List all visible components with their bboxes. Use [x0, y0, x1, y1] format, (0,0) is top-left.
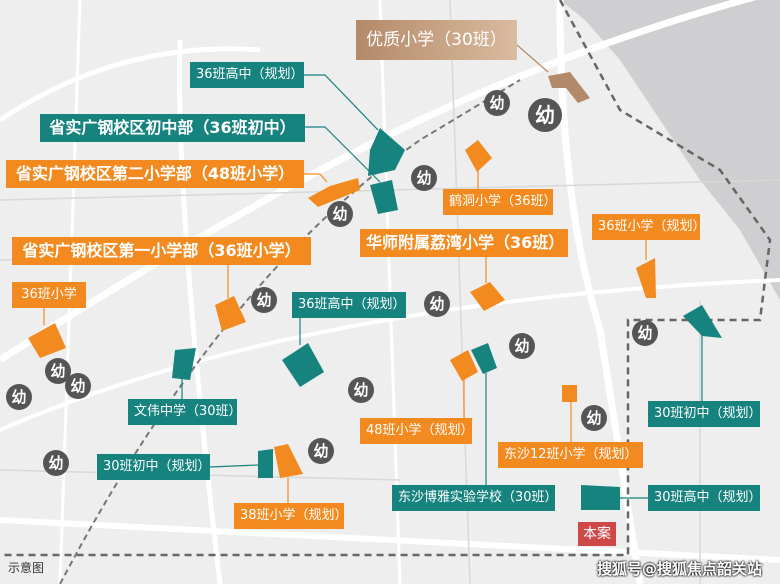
plot-xiaoxue36-plan [636, 258, 656, 298]
kindergarten-marker: 幼 [528, 98, 562, 132]
plot-gaozhong30 [581, 485, 620, 510]
kindergarten-marker: 幼 [411, 165, 437, 191]
kindergarten-marker: 幼 [6, 384, 32, 410]
river [560, 0, 780, 300]
kindergarten-marker: 幼 [65, 373, 91, 399]
boundary-dashed [0, 0, 772, 557]
kindergarten-marker: 幼 [348, 377, 374, 403]
kindergarten-marker: 幼 [424, 291, 450, 317]
label-48-primary-plan: 48班小学（规划） [360, 418, 474, 444]
kindergarten-marker: 幼 [509, 333, 535, 359]
kindergarten-marker: 幼 [327, 201, 353, 227]
kindergarten-marker: 幼 [43, 450, 69, 476]
plot-youzhi [548, 72, 590, 103]
label-shengshi-primary-1: 省实广钢校区第一小学部（36班小学） [12, 237, 311, 265]
label-huashi-primary: 华师附属荔湾小学（36班） [360, 229, 568, 257]
kindergarten-marker: 幼 [251, 287, 277, 313]
kindergarten-marker: 幼 [581, 405, 607, 431]
label-wenwei-middle: 文伟中学（30班） [128, 399, 242, 425]
label-38-primary-plan: 38班小学（规划） [234, 503, 348, 529]
plot-gaozhong36-a [368, 128, 405, 176]
kindergarten-marker: 幼 [632, 320, 658, 346]
kindergarten-marker: 幼 [484, 90, 510, 116]
watermark: 搜狐号@搜狐焦点韶关站 [597, 560, 763, 578]
plot-gaozhong36-b [282, 343, 324, 387]
label-shengshi-primary-2: 省实广钢校区第二小学部（48班小学） [6, 160, 304, 188]
plot-xiaoxue1 [215, 296, 246, 331]
label-36-primary: 36班小学 [12, 282, 86, 308]
label-36-high-school-plan-2: 36班高中（规划） [292, 292, 406, 318]
schematic-note: 示意图 [8, 561, 45, 575]
plot-chuzhong30-west [258, 449, 273, 478]
plot-chuzhong30-east [683, 305, 722, 338]
plot-xiaoxue2 [308, 178, 360, 207]
label-30-middle-plan-west: 30班初中（规划） [97, 454, 211, 480]
plot-chuzhong-shengshi [370, 180, 398, 214]
project-marker: 本案 [578, 522, 616, 546]
kindergarten-marker: 幼 [308, 438, 334, 464]
label-36-primary-plan: 36班小学（规划） [592, 214, 706, 240]
label-36-high-school-plan: 36班高中（规划） [190, 62, 304, 88]
label-hedong-primary: 鹤洞小学（36班） [443, 189, 557, 215]
plot-xiaoxue36 [28, 323, 66, 358]
label-dongsha-12-primary: 东沙12班小学（规划） [498, 442, 643, 468]
plot-huashi [470, 282, 505, 311]
plot-hedong [465, 140, 492, 172]
label-30-high-plan: 30班高中（规划） [648, 485, 762, 511]
plot-xiaoxue38 [274, 444, 303, 478]
plot-xiaoxue48-plan [450, 350, 478, 381]
plot-dongsha-boya [471, 343, 497, 374]
label-youzhi-school: 优质小学（30班） [356, 20, 517, 60]
label-shengshi-middle: 省实广钢校区初中部（36班初中） [40, 114, 305, 142]
plot-wenwei [172, 348, 196, 380]
plot-dongsha12 [562, 385, 577, 402]
label-dongsha-boya: 东沙博雅实验学校（30班） [392, 485, 558, 511]
label-30-middle-plan-east: 30班初中（规划） [648, 401, 762, 427]
